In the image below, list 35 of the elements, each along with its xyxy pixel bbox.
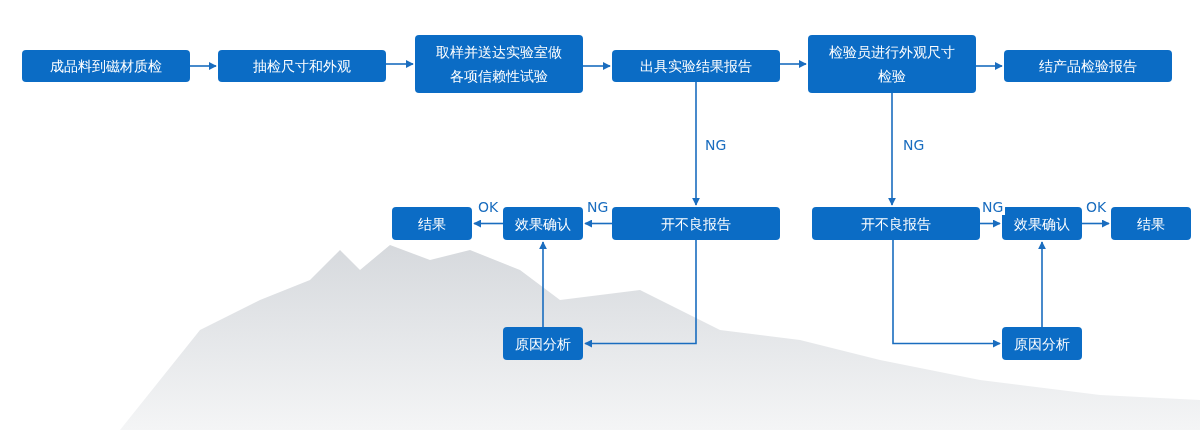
edge-label: NG xyxy=(585,199,611,215)
arrow xyxy=(888,92,896,206)
process-box: 原因分析 xyxy=(503,327,583,360)
arrow xyxy=(473,219,504,228)
arrow xyxy=(975,62,1003,70)
arrow xyxy=(189,62,217,70)
process-box: 效果确认 xyxy=(1002,207,1082,240)
arrow xyxy=(692,81,700,206)
process-box: 成品料到磁材质检 xyxy=(22,50,190,82)
arrow xyxy=(892,239,1001,348)
process-box: 结果 xyxy=(392,207,472,240)
process-box: 开不良报告 xyxy=(812,207,980,240)
process-box: 检验员进行外观尺寸检验 xyxy=(808,35,976,93)
edge-label: OK xyxy=(1084,199,1109,215)
arrow xyxy=(1081,219,1110,228)
process-box: 结产品检验报告 xyxy=(1004,50,1172,82)
process-box: 抽检尺寸和外观 xyxy=(218,50,386,82)
edge-label: NG xyxy=(980,199,1006,215)
arrow xyxy=(584,219,613,228)
arrow xyxy=(539,241,547,328)
edge-label: NG xyxy=(703,137,729,153)
arrow xyxy=(779,60,807,68)
arrow xyxy=(1038,241,1046,328)
arrow xyxy=(385,60,414,68)
arrow xyxy=(979,219,1001,228)
edge-label: OK xyxy=(476,199,501,215)
process-box: 取样并送达实验室做各项信赖性试验 xyxy=(415,35,583,93)
edge-label: NG xyxy=(901,137,927,153)
process-box: 开不良报告 xyxy=(612,207,780,240)
arrow xyxy=(582,62,611,70)
process-box: 效果确认 xyxy=(503,207,583,240)
process-box: 结果 xyxy=(1111,207,1191,240)
arrow xyxy=(584,239,697,348)
process-box: 原因分析 xyxy=(1002,327,1082,360)
process-box: 出具实验结果报告 xyxy=(612,50,780,82)
